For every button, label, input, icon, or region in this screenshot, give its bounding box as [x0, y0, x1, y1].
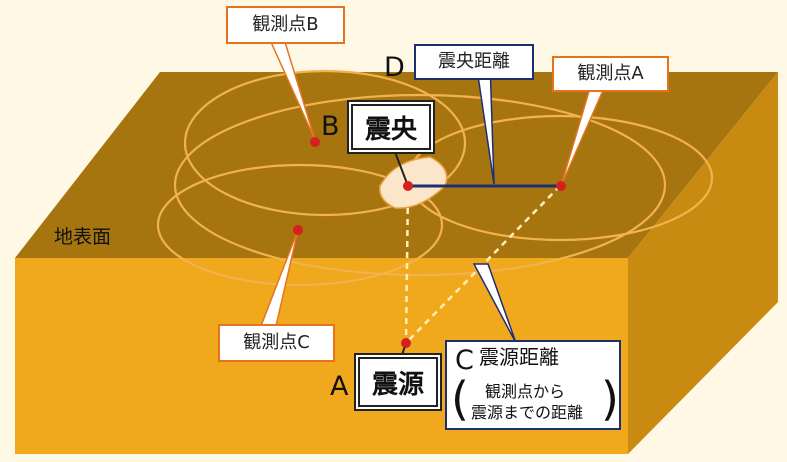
obs-c-point [293, 225, 303, 235]
wave-ellipse-3 [156, 163, 444, 287]
hypocentral-distance-label: 震源距離 [479, 345, 559, 369]
wave-ellipses [156, 69, 714, 287]
paren-close: ) [601, 372, 619, 426]
hypocenter-box: 震源 [358, 357, 438, 407]
obs-b-point [310, 137, 320, 147]
hypocentral-note-line1: 観測点から [485, 382, 566, 401]
obs-b-label: 観測点B [226, 6, 345, 44]
surface-label: 地表面 [54, 226, 112, 248]
obs-a-point [556, 181, 566, 191]
letter-a: A [330, 371, 349, 402]
letter-c: C [455, 345, 474, 376]
wave-ellipse-4 [173, 93, 667, 277]
hypocentral-note-line2: 震源までの距離 [471, 403, 584, 422]
epicentral-distance-label: 震央距離 [414, 44, 534, 80]
hypocenter-point [401, 338, 411, 348]
hypocenter-to-epicenter-line [404, 185, 410, 344]
epicenter-connector [394, 151, 409, 187]
obs-c-label: 観測点C [218, 324, 335, 362]
block-right-face [628, 72, 778, 454]
letter-d: D [384, 52, 405, 83]
epicenter-point [403, 181, 413, 191]
hypocentral-distance-pointer [472, 263, 517, 344]
wave-ellipse-1 [183, 69, 467, 217]
hypocenter-lines [404, 185, 561, 344]
hypocenter-to-obs-a-line [405, 185, 561, 344]
paren-open: ( [451, 372, 469, 426]
obs-a-label: 観測点A [552, 56, 669, 92]
epicenter-box: 震央 [351, 104, 431, 150]
hypocentral-distance-callout: C 震源距離 ( 観測点から 震源までの距離 ) [445, 340, 621, 430]
letter-b: B [321, 111, 340, 142]
